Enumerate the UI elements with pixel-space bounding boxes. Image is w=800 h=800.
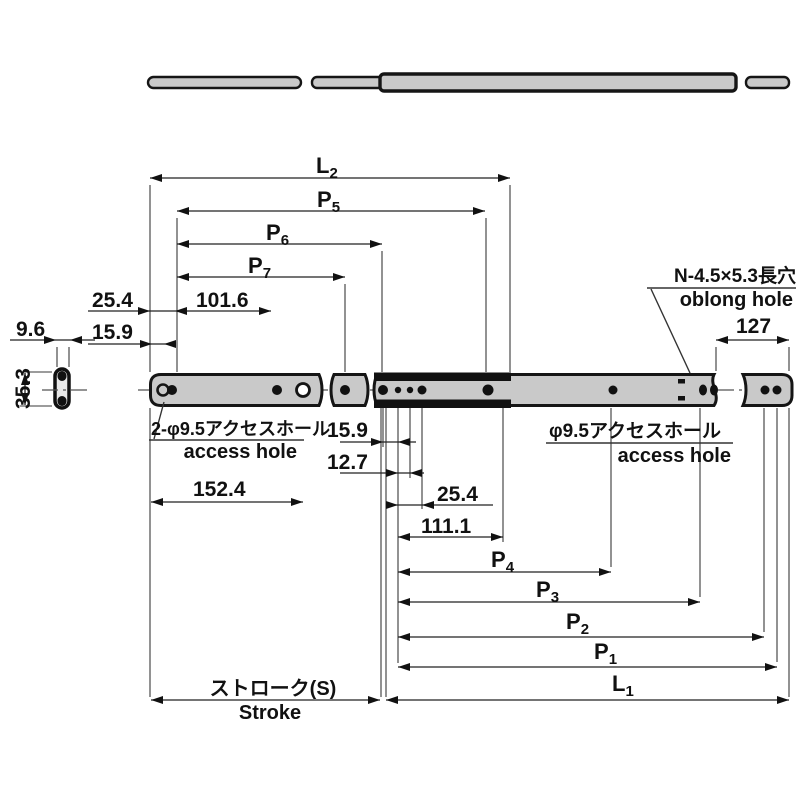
profile-bottom-cap: [57, 396, 67, 406]
mount-hole: [378, 385, 388, 395]
top-rail-inner-member: [378, 72, 738, 93]
end-view-profile: [42, 367, 88, 410]
stroke-label-en: Stroke: [239, 702, 301, 724]
main-rail-view: [138, 372, 797, 408]
access-hole-right-label-jp: φ9.5アクセスホール: [549, 420, 721, 442]
arrowhead: [386, 469, 398, 477]
oblong-hole-label-jp: N-4.5×5.3長穴: [674, 264, 796, 287]
stroke-label-jp: ストローク(S): [210, 677, 337, 700]
rail-piece-main: [372, 373, 718, 407]
measurement-127: 127: [736, 315, 771, 338]
inner-member-bottom-edge: [374, 399, 511, 408]
mount-hole: [760, 385, 770, 395]
mount-hole: [340, 385, 350, 395]
oblong-hole-label-en: oblong hole: [680, 289, 793, 311]
mount-hole: [772, 385, 782, 395]
top-view-rail: [146, 72, 791, 93]
arrowhead: [44, 336, 56, 344]
dim-label-P4: P4: [491, 547, 515, 576]
small-hole: [394, 386, 402, 394]
oblong-hole: [699, 384, 707, 396]
arrowhead: [138, 307, 150, 315]
access-hole-left-label-jp: 2-φ9.5アクセスホール: [151, 419, 330, 439]
dim-label-L2: L2: [316, 153, 338, 182]
dim-label-P6: P6: [266, 220, 289, 249]
mount-hole: [608, 385, 618, 395]
leader-lines: [149, 287, 796, 444]
access-hole-right-label-en: access hole: [618, 445, 731, 467]
arrowhead: [410, 469, 422, 477]
dim-label-P2: P2: [566, 609, 589, 638]
dim-label-L1: L1: [612, 671, 634, 700]
measurement-111-1: 111.1: [421, 515, 472, 538]
measurement-15-9-right: 15.9: [327, 419, 368, 442]
measurement-35-3: 35.3: [12, 368, 35, 409]
mount-hole: [417, 385, 427, 395]
access-hole-left-label-en: access hole: [184, 441, 297, 463]
dim-label-P5: P5: [317, 187, 340, 216]
measurement-25-4-left: 25.4: [92, 289, 133, 312]
inner-member-top-edge: [374, 372, 511, 381]
arrowhead: [422, 501, 434, 509]
dimension-lines: [10, 174, 789, 704]
extension-lines: [20, 185, 790, 697]
mount-hole: [272, 385, 282, 395]
arrowhead: [140, 340, 152, 348]
oblong-hole-mark: [678, 396, 685, 401]
measurement-12-7: 12.7: [327, 451, 368, 474]
dim-label-P1: P1: [594, 639, 617, 668]
dim-label-P3: P3: [536, 577, 559, 606]
dimension-labels: L2 P5 P6 P7 P4 P3 P2 P1 L1 25.4 101.6 9.…: [12, 153, 771, 700]
access-hole-2: [167, 385, 177, 395]
top-rail-segment-right: [744, 75, 791, 90]
mount-hole: [482, 384, 494, 396]
measurement-15-9-left: 15.9: [92, 321, 133, 344]
arrowhead: [70, 336, 82, 344]
profile-top-cap: [57, 371, 67, 381]
arrowhead: [386, 501, 398, 509]
oblong-leader-line: [650, 288, 691, 374]
measurement-25-4-right: 25.4: [437, 483, 478, 506]
rail-piece-left: [149, 373, 324, 407]
access-hole-1: [156, 383, 170, 397]
measurement-9-6: 9.6: [16, 318, 45, 341]
measurement-101-6: 101.6: [196, 289, 249, 312]
oblong-hole-mark: [678, 379, 685, 384]
arrowhead: [371, 438, 383, 446]
arrowhead: [164, 340, 176, 348]
small-hole: [406, 386, 414, 394]
annotations: N-4.5×5.3長穴 oblong hole 2-φ9.5アクセスホール ac…: [151, 264, 796, 724]
access-left-leader-line: [153, 401, 165, 440]
arrowhead: [398, 438, 410, 446]
open-hole: [295, 382, 311, 398]
dim-label-P7: P7: [248, 253, 271, 282]
top-rail-segment-left: [146, 75, 303, 90]
oblong-hole: [710, 384, 718, 396]
measurement-152-4: 152.4: [193, 478, 246, 501]
